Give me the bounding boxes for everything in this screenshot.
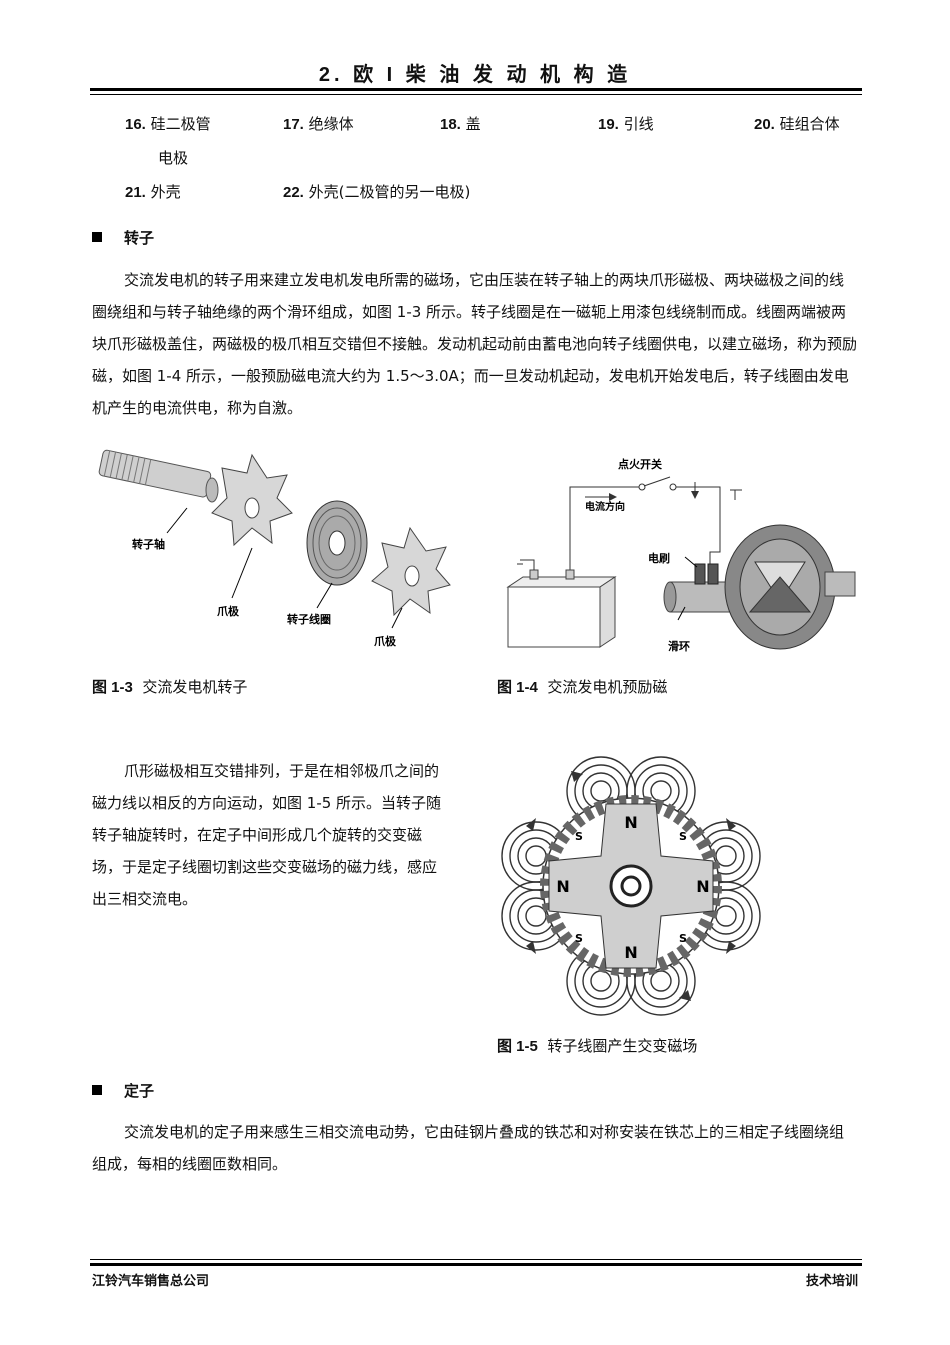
claw-pole-2 xyxy=(371,526,451,617)
figure-1-4-caption: 图 1-4 交流发电机预励磁 xyxy=(497,678,668,696)
rotor-coil xyxy=(306,500,368,586)
label-ignition-switch: 点火开关 xyxy=(618,457,662,471)
list-item: 电极 xyxy=(158,149,189,167)
pole-n-right: N xyxy=(696,877,709,896)
rotor-shaft xyxy=(98,449,219,503)
footer-company: 江铃汽车销售总公司 xyxy=(92,1274,210,1289)
section-heading-stator: 定子 xyxy=(92,1080,154,1101)
label-brush: 电刷 xyxy=(648,551,670,565)
battery xyxy=(506,559,617,648)
pole-n-bottom: N xyxy=(624,943,637,962)
list-item: 21. 外壳 xyxy=(125,183,181,201)
figure-1-4-pre-excitation: 点火开关 电流方向 电刷 滑环 xyxy=(506,457,856,653)
label-claw-pole-2: 爪极 xyxy=(374,634,397,648)
list-item: 17. 绝缘体 xyxy=(283,115,354,133)
footer-rule-thin xyxy=(90,1259,862,1260)
header-rule-thin xyxy=(90,94,862,95)
label-claw-pole-1: 爪极 xyxy=(217,604,240,618)
list-item: 20. 硅组合体 xyxy=(754,115,840,133)
pole-s-top-right: S xyxy=(679,830,687,843)
alternator-rotor xyxy=(663,524,856,650)
pole-s-bottom-right: S xyxy=(679,932,687,945)
figure-1-5-magnetic-field: N N N N S S S S xyxy=(501,756,761,1016)
label-slip-ring: 滑环 xyxy=(668,639,690,653)
pole-n-left: N xyxy=(556,877,569,896)
rotor-paragraph: 交流发电机的转子用来建立发电机发电所需的磁场，它由压装在转子轴上的两块爪形磁极、… xyxy=(92,271,858,417)
pole-s-bottom-left: S xyxy=(575,932,583,945)
pole-n-top: N xyxy=(624,813,637,832)
label-rotor-coil: 转子线圈 xyxy=(287,612,331,626)
header-rule-thick xyxy=(90,88,862,91)
page-title: 2. 欧 I 柴 油 发 动 机 构 造 xyxy=(318,64,632,86)
claw-paragraph: 爪形磁极相互交错排列，于是在相邻极爪之间的磁力线以相反的方向运动，如图 1-5 … xyxy=(92,762,442,908)
figure-1-5-caption: 图 1-5 转子线圈产生交变磁场 xyxy=(497,1037,698,1055)
footer-rule-thick xyxy=(90,1263,862,1266)
list-item: 19. 引线 xyxy=(598,115,654,133)
list-item: 16. 硅二极管 xyxy=(125,115,211,133)
claw-pole-1 xyxy=(211,453,293,547)
section-heading-rotor: 转子 xyxy=(92,227,154,248)
label-rotor-shaft: 转子轴 xyxy=(132,537,165,551)
figure-1-3-caption: 图 1-3 交流发电机转子 xyxy=(92,678,248,696)
list-item: 22. 外壳(二极管的另一电极) xyxy=(283,183,471,201)
stator-paragraph: 交流发电机的定子用来感生三相交流电动势，它由硅钢片叠成的铁芯和对称安装在铁芯上的… xyxy=(92,1123,845,1173)
list-item: 18. 盖 xyxy=(440,115,481,133)
pole-s-top-left: S xyxy=(575,830,583,843)
label-current-direction: 电流方向 xyxy=(585,500,625,513)
figure-1-3-rotor-exploded: 转子轴 爪极 转子线圈 爪极 xyxy=(98,449,451,648)
footer-department: 技术培训 xyxy=(805,1274,858,1289)
